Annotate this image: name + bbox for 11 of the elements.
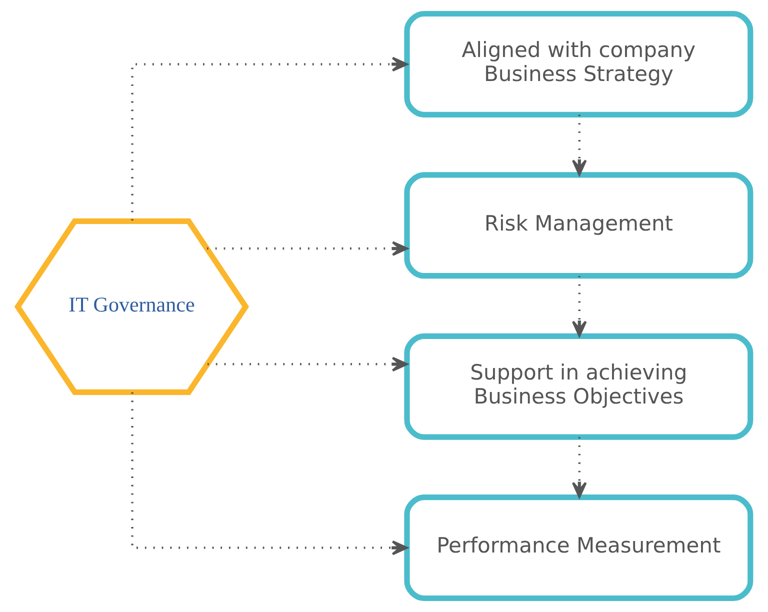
node-box: Support in achieving Business Objectives	[404, 333, 754, 440]
node-box: Risk Management	[404, 172, 754, 279]
arrow	[131, 56, 408, 221]
node-box: Performance Measurement	[404, 494, 754, 602]
arrow	[572, 437, 587, 498]
arrow	[208, 356, 408, 372]
arrow	[207, 241, 408, 256]
arrow	[572, 114, 587, 176]
arrow	[572, 276, 587, 337]
arrow	[131, 392, 408, 556]
node-box: Aligned with company Business Strategy	[404, 10, 754, 118]
